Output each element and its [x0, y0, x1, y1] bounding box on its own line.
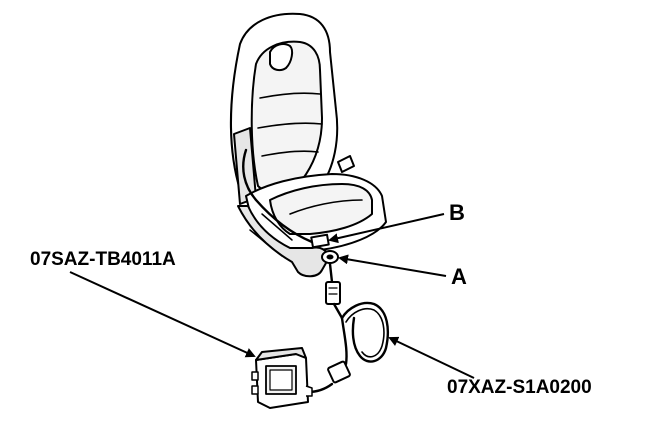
callout-a-label: A: [451, 264, 467, 289]
arrow-a: [338, 254, 447, 277]
arrow-b: [328, 213, 445, 244]
left-part-number-label: 07SAZ-TB4011A: [30, 249, 176, 270]
right-part-number-label: 07XAZ-S1A0200: [447, 377, 592, 398]
callout-b-label: B: [449, 200, 465, 225]
harness-cable-illustration: [306, 262, 389, 394]
arrow-left-part: [69, 271, 256, 358]
tester-box-illustration: [251, 347, 313, 409]
callout-arrows: [69, 213, 475, 379]
arrow-right-part: [388, 336, 475, 379]
seat-illustration: [230, 12, 387, 278]
